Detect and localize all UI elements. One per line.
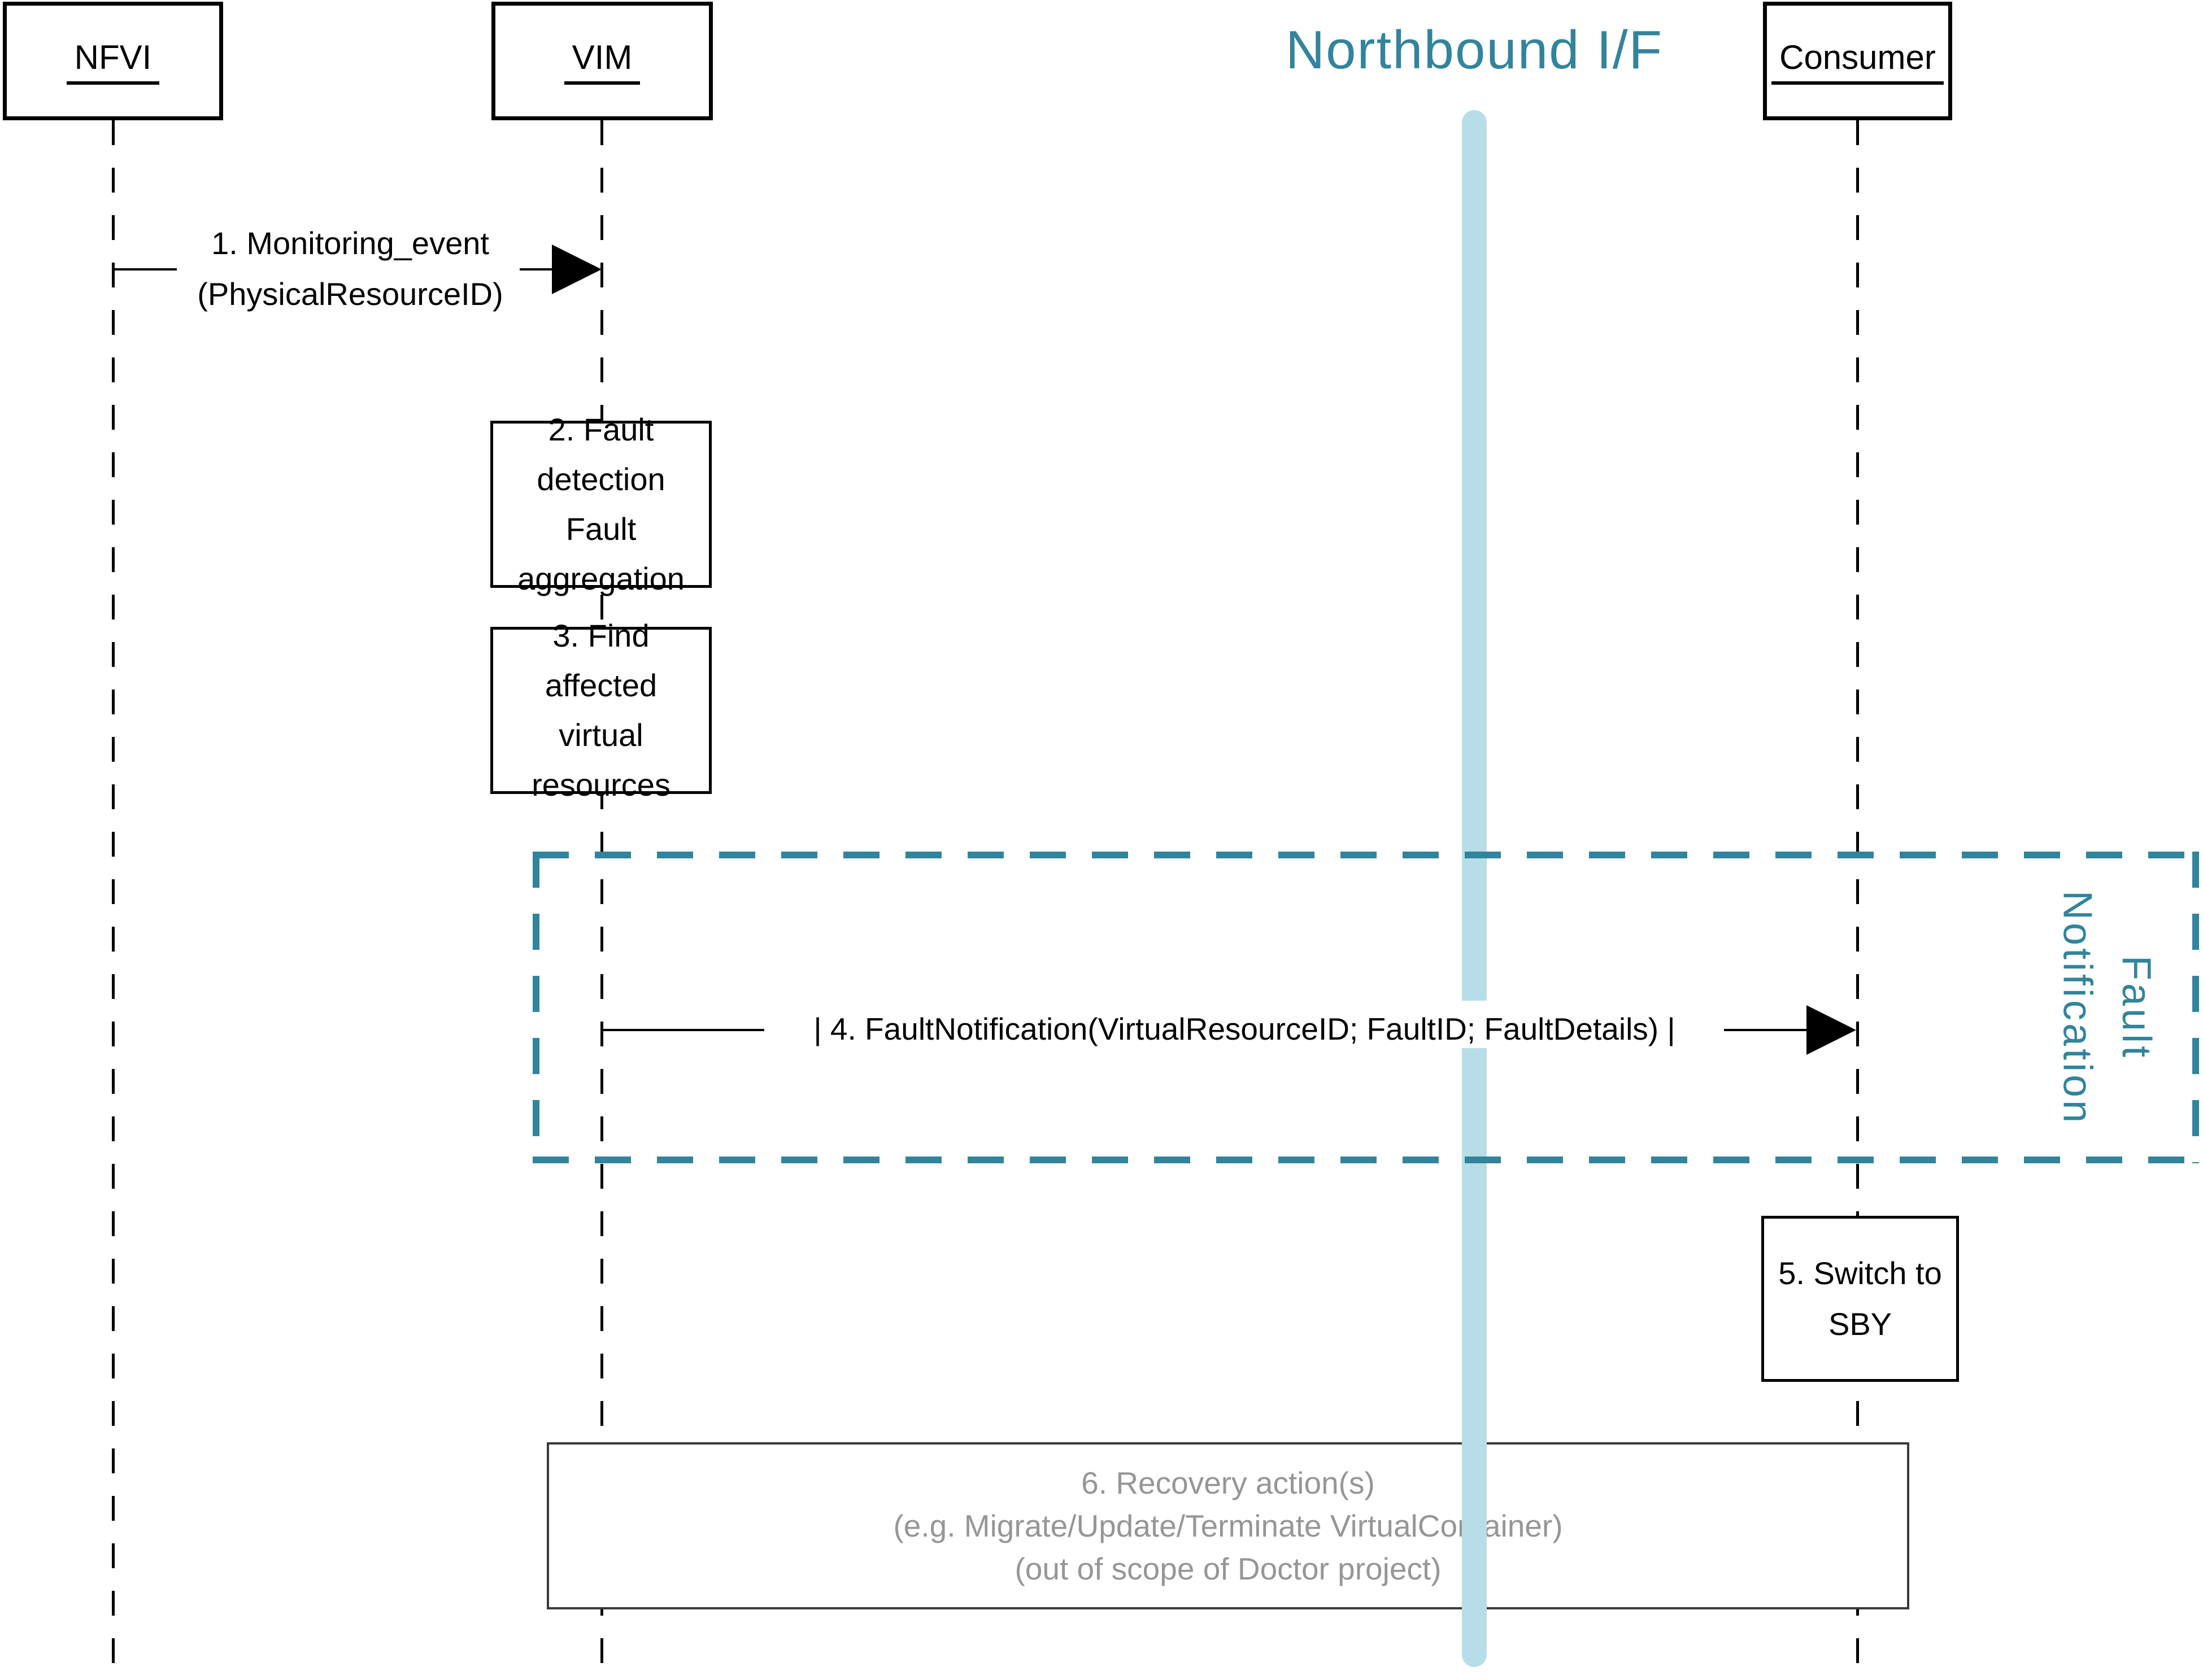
frame-label-line2: Notification — [2054, 890, 2100, 1126]
message1-line-right — [520, 268, 556, 270]
box5-line2: SBY — [1828, 1306, 1892, 1342]
box6-line3: (out of scope of Doctor project) — [1015, 1551, 1442, 1586]
message1-label-line2: (PhysicalResourceID) — [197, 276, 503, 312]
box3-line1: 3. Find affected — [545, 618, 658, 703]
fault-notification-frame-right — [2192, 852, 2199, 1163]
fault-notification-frame-left — [533, 852, 539, 1163]
message1-arrowhead-icon — [552, 245, 602, 294]
message1-line-left — [112, 268, 177, 270]
fault-notification-frame-label: Fault Notification — [2048, 861, 2166, 1155]
northbound-interface-title: Northbound I/F — [1285, 20, 1664, 80]
nfvi-lifeline — [112, 120, 115, 1680]
activity-box-find-affected: 3. Find affected virtual resources — [490, 618, 712, 802]
consumer-lifeline — [1856, 120, 1859, 1680]
message1-label: 1. Monitoring_event (PhysicalResourceID) — [147, 218, 554, 320]
message4-label: | 4. FaultNotification(VirtualResourceID… — [813, 1011, 1675, 1046]
actor-label-consumer: Consumer — [1771, 38, 1944, 85]
box2-line1: 2. Fault detection — [537, 412, 665, 497]
northbound-bar-through-box6 — [1462, 1442, 1487, 1609]
actor-box-nfvi: NFVI — [3, 2, 223, 120]
frame-label-line1: Fault — [2113, 955, 2159, 1061]
message1-label-line1: 1. Monitoring_event — [211, 225, 489, 261]
box3-line2: virtual resources — [532, 717, 671, 802]
box5-line1: 5. Switch to — [1778, 1255, 1942, 1291]
activity-box-fault-detection: 2. Fault detection Fault aggregation — [490, 412, 712, 596]
message4-line-right — [1724, 1029, 1810, 1031]
box2-line2: Fault aggregation — [517, 511, 685, 596]
message4-line-left — [600, 1029, 764, 1031]
message4-arrowhead-icon — [1806, 1005, 1856, 1055]
actor-label-vim: VIM — [564, 38, 641, 85]
northbound-bar-upper — [1462, 110, 1487, 1001]
box6-line2: (e.g. Migrate/Update/Terminate VirtualCo… — [893, 1508, 1563, 1543]
actor-label-nfvi: NFVI — [66, 38, 160, 85]
actor-box-vim: VIM — [491, 2, 713, 120]
fault-notification-frame-top — [533, 852, 2199, 858]
activity-box-switch-to-sby: 5. Switch to SBY — [1761, 1216, 1959, 1382]
vim-lifeline — [600, 120, 603, 1680]
actor-box-consumer: Consumer — [1763, 2, 1952, 120]
activity-box-recovery-actions: 6. Recovery action(s) (e.g. Migrate/Upda… — [547, 1442, 1909, 1609]
box6-line1: 6. Recovery action(s) — [1081, 1465, 1375, 1500]
fault-notification-frame-bottom — [533, 1157, 2199, 1163]
